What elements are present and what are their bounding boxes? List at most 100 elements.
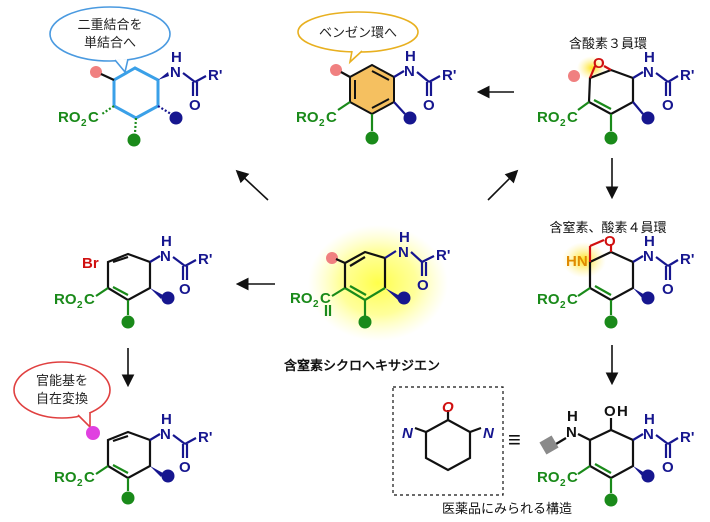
mid-left-bromo: Br N H O R' RO 2 C bbox=[54, 233, 212, 329]
ox-hn: HN bbox=[566, 253, 588, 270]
arrow-center-to-top-right bbox=[487, 169, 519, 201]
ox-ro: RO bbox=[537, 291, 560, 308]
bz-navy-dot bbox=[403, 111, 417, 125]
bl-magenta-dot bbox=[86, 426, 100, 440]
center-h: H bbox=[399, 229, 410, 246]
ep-h: H bbox=[644, 49, 655, 66]
bl-green-dot bbox=[121, 491, 135, 505]
bz-n: N bbox=[404, 63, 415, 80]
ar-h: H bbox=[644, 411, 655, 428]
tl-green-dot bbox=[127, 133, 141, 147]
br-o: O bbox=[179, 281, 191, 298]
bz-o: O bbox=[423, 97, 435, 114]
bubble-line-2: 単結合へ bbox=[84, 35, 136, 51]
br-n: N bbox=[160, 248, 171, 265]
bubble-single-bond: 二重結合を 単結合へ bbox=[49, 6, 171, 74]
br-text: Br bbox=[82, 255, 99, 272]
bz-sub2: 2 bbox=[319, 118, 325, 129]
bl-rprime: R' bbox=[198, 429, 212, 446]
ox-sub2: 2 bbox=[560, 300, 566, 311]
bz-h: H bbox=[405, 48, 416, 65]
tl-c: C bbox=[88, 109, 99, 126]
bz-ro: RO bbox=[296, 109, 319, 126]
gray-block bbox=[539, 435, 559, 455]
bl-o: O bbox=[179, 459, 191, 476]
drug-motif-box: O N N bbox=[392, 386, 504, 496]
center-ro: RO bbox=[290, 290, 313, 307]
top-left-cyclohexane: N H O R' RO 2 C bbox=[58, 49, 222, 147]
ox-green-dot bbox=[604, 315, 618, 329]
br-ro: RO bbox=[54, 291, 77, 308]
bz-c: C bbox=[326, 109, 337, 126]
motif-n-right: N bbox=[483, 425, 495, 442]
bottom-right-amino-alcohol: O OH H N H N H O R' RO 2 C bbox=[537, 403, 694, 507]
ox-navy-dot bbox=[641, 291, 655, 305]
ar-rprime: R' bbox=[680, 429, 694, 446]
label-center: 含窒素シクロヘキサジエン bbox=[283, 358, 440, 374]
top-benzene: N H O R' RO 2 C bbox=[296, 48, 456, 145]
br-oh-o: O bbox=[604, 403, 616, 420]
bz-rprime: R' bbox=[442, 67, 456, 84]
bubble-functional: 官能基を 自在変換 bbox=[13, 361, 111, 429]
ep-rprime: R' bbox=[680, 67, 694, 84]
center-c: C bbox=[320, 290, 331, 307]
bz-green-dot bbox=[365, 131, 379, 145]
bl-navy-dot bbox=[161, 469, 175, 483]
tl-ro: RO bbox=[58, 109, 81, 126]
ox-o2: O bbox=[662, 281, 674, 298]
ep-o: O bbox=[593, 55, 605, 72]
ox-c: C bbox=[567, 291, 578, 308]
bubble-func-line-2: 自在変換 bbox=[36, 391, 88, 407]
br-nh-h: H bbox=[567, 408, 578, 425]
tl-sub2: 2 bbox=[81, 118, 87, 129]
bubble-line-1: 二重結合を bbox=[77, 17, 142, 33]
tl-o: O bbox=[189, 97, 201, 114]
ar-navy-dot bbox=[641, 469, 655, 483]
ar-o: O bbox=[662, 459, 674, 476]
ar-sub2: 2 bbox=[560, 478, 566, 489]
br-navy-dot bbox=[161, 291, 175, 305]
mid-right-oxazetidine: HN O N H O R' RO 2 C bbox=[537, 233, 694, 329]
label-oxazetidine: 含窒素、酸素４員環 bbox=[549, 220, 666, 236]
br-rprime: R' bbox=[198, 251, 212, 268]
center-n: N bbox=[398, 244, 409, 261]
ep-ro: RO bbox=[537, 109, 560, 126]
top-right-epoxide: O N H O R' RO 2 C bbox=[537, 49, 694, 145]
center-o: O bbox=[417, 277, 429, 294]
br-oh-h: H bbox=[617, 403, 628, 420]
bl-ro: RO bbox=[54, 469, 77, 486]
tl-navy-dot bbox=[169, 111, 183, 125]
bl-n: N bbox=[160, 426, 171, 443]
bl-sub2: 2 bbox=[77, 478, 83, 489]
label-epoxide: 含酸素３員環 bbox=[569, 36, 647, 52]
bl-c: C bbox=[84, 469, 95, 486]
center-rprime: R' bbox=[436, 247, 450, 264]
ep-pink-dot bbox=[568, 70, 580, 82]
motif-n-left: N bbox=[402, 425, 414, 442]
ox-rprime: R' bbox=[680, 251, 694, 268]
center-cyclohexadiene: N H O R' RO 2 C bbox=[290, 225, 450, 341]
bl-h: H bbox=[161, 411, 172, 428]
ox-h: H bbox=[644, 233, 655, 250]
br-nh-n: N bbox=[566, 424, 577, 441]
tl-pink-dot bbox=[90, 66, 102, 78]
center-pink-dot bbox=[326, 252, 338, 264]
ep-o2: O bbox=[662, 97, 674, 114]
ep-sub2: 2 bbox=[560, 118, 566, 129]
ep-n: N bbox=[643, 64, 654, 81]
ep-navy-dot bbox=[641, 111, 655, 125]
bottom-left-functional: N H O R' RO 2 C bbox=[54, 411, 212, 505]
ar-n: N bbox=[643, 426, 654, 443]
center-green-dot bbox=[358, 315, 372, 329]
bubble-func-line-1: 官能基を bbox=[36, 373, 88, 389]
ep-green-dot bbox=[604, 131, 618, 145]
br-c: C bbox=[84, 291, 95, 308]
br-h: H bbox=[161, 233, 172, 250]
arrow-center-to-top-left bbox=[235, 169, 269, 201]
tl-n: N bbox=[170, 64, 181, 81]
equiv-sign: ≡ bbox=[508, 427, 521, 452]
bz-pink-dot bbox=[330, 64, 342, 76]
ar-c: C bbox=[567, 469, 578, 486]
ar-ro: RO bbox=[537, 469, 560, 486]
label-drug: 医薬品にみられる構造 bbox=[442, 502, 572, 517]
